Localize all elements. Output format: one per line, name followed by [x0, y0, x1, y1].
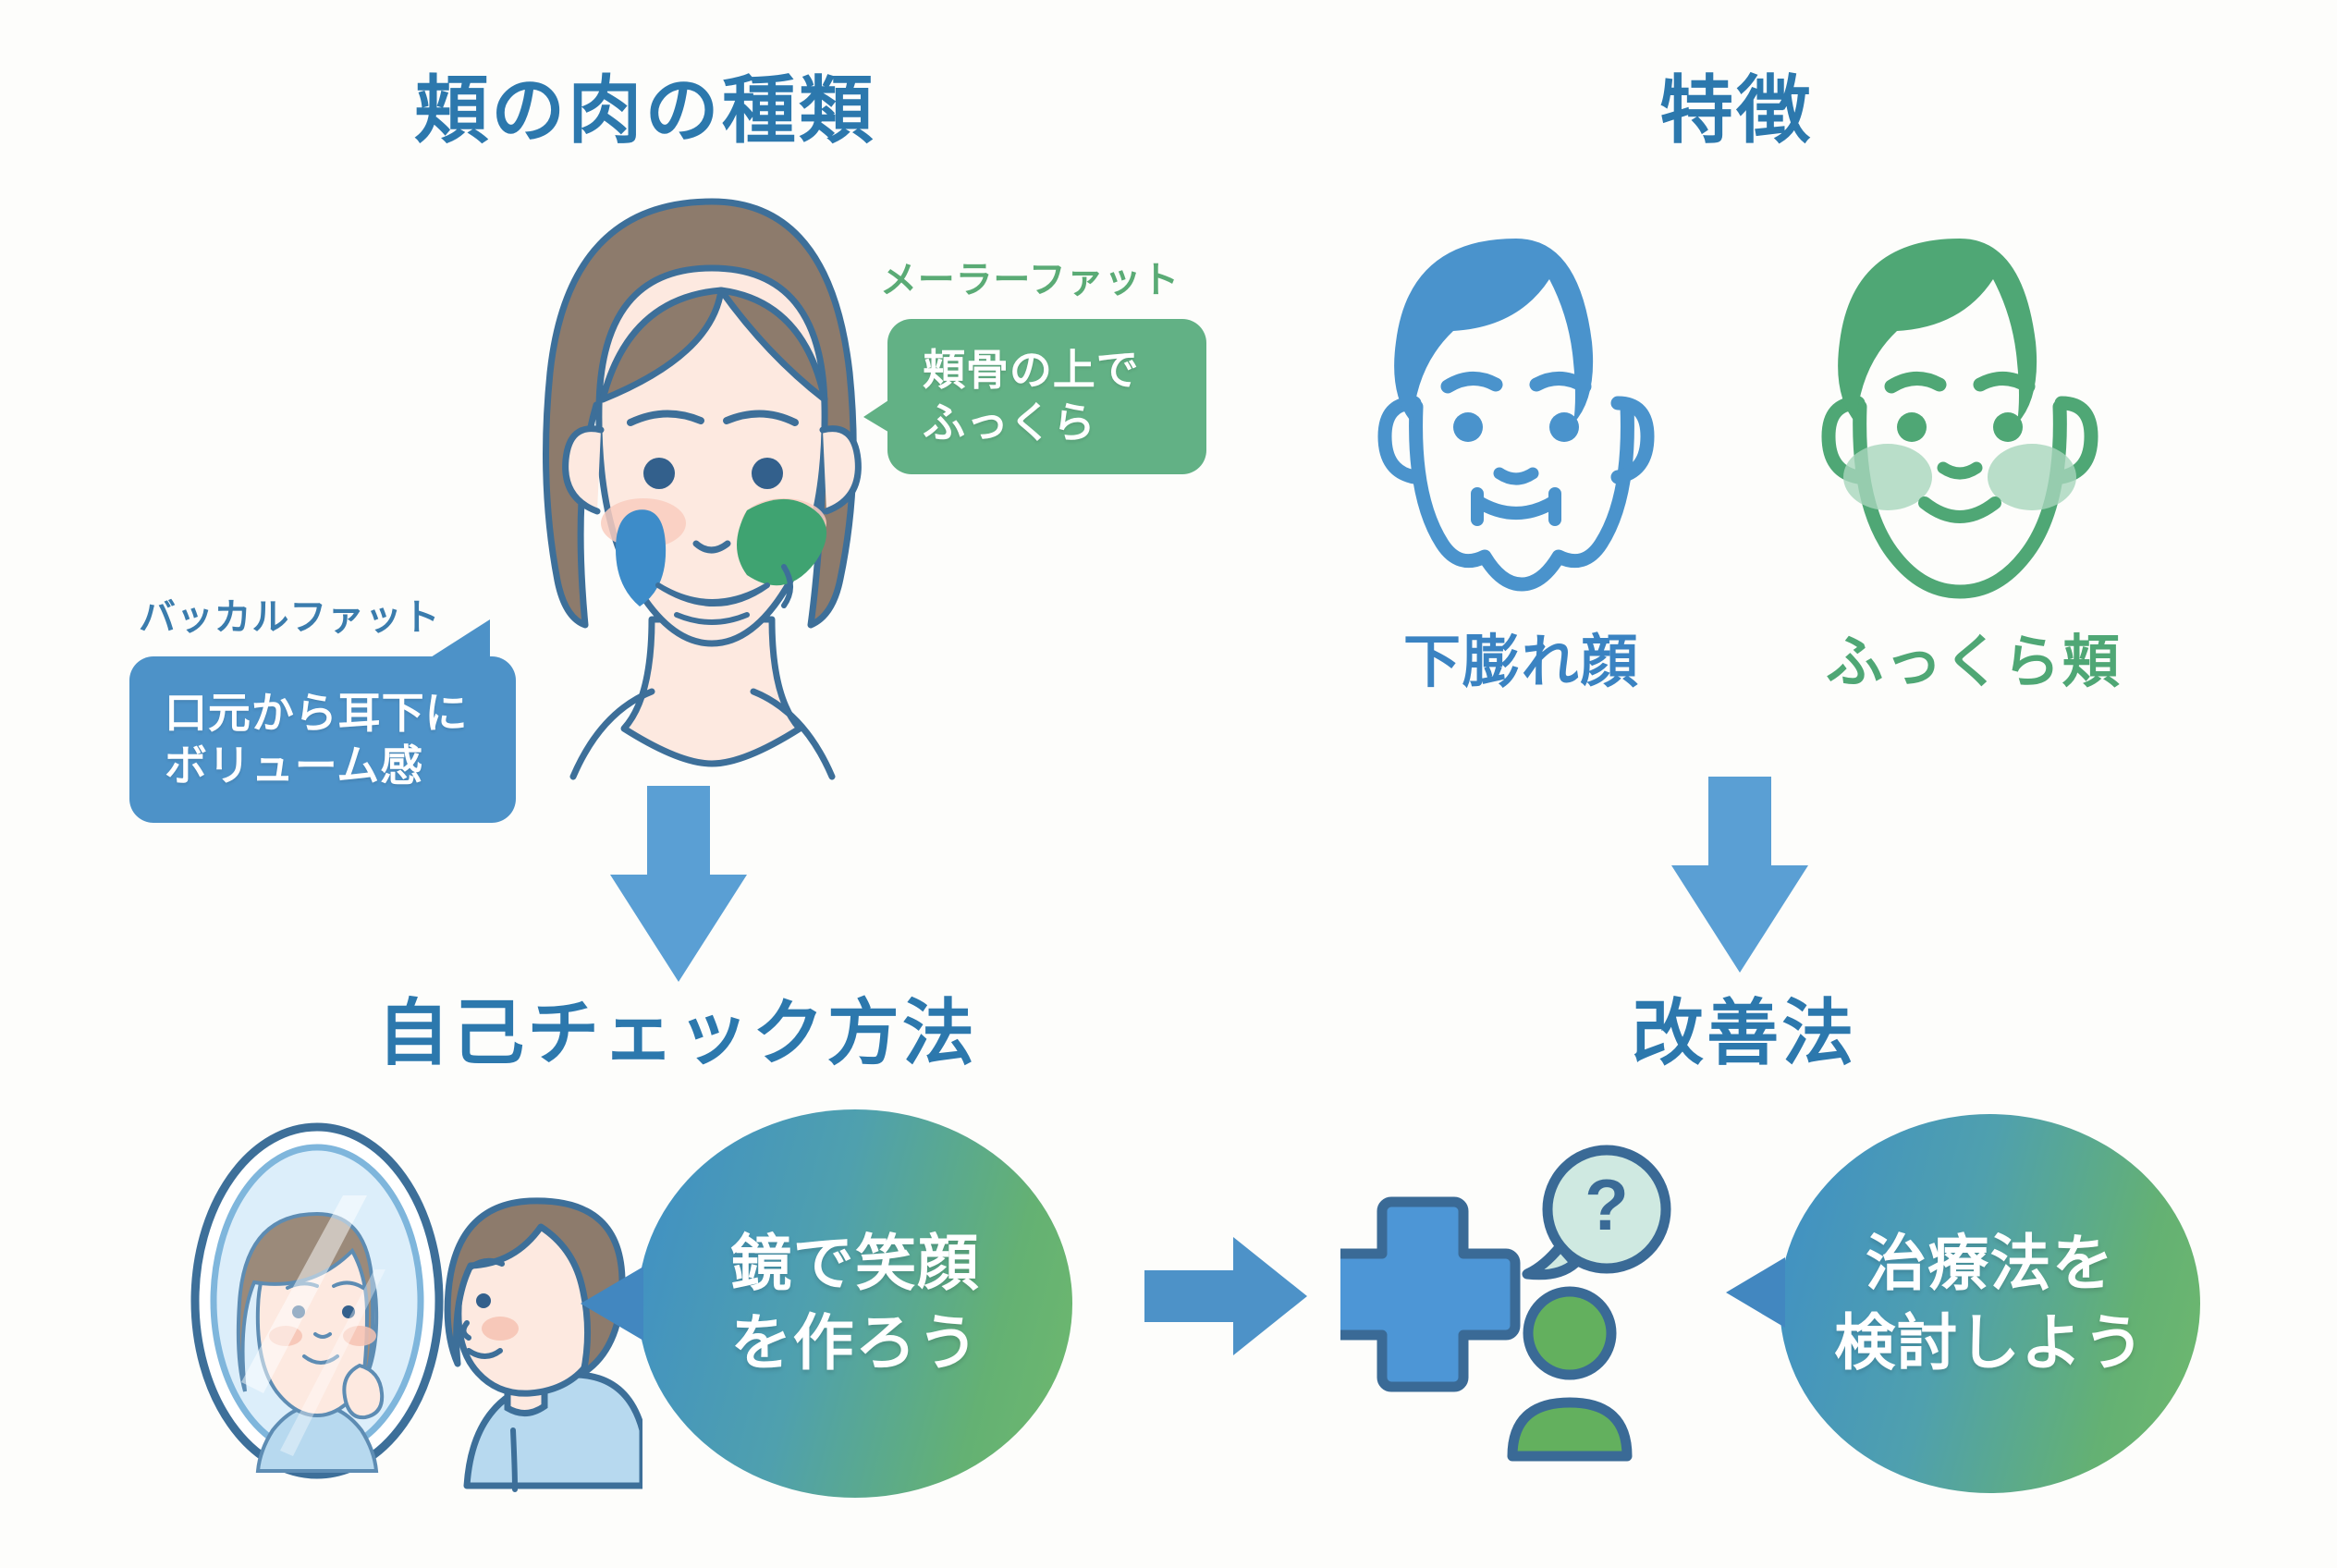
- mirror-scene-illustration: [190, 1122, 642, 1492]
- callout-label-malar-fat: メーラーファット: [880, 260, 1180, 300]
- callout-bubble-buccal-fat: 口元から耳下に ボリューム感: [129, 619, 516, 823]
- cheek-blush-right: [1988, 444, 2076, 510]
- arrow-down-types-to-self-check: [610, 786, 795, 982]
- question-bubble-icon: [1542, 1145, 1671, 1274]
- woman-face-illustration: [543, 198, 862, 780]
- section-heading-features: 特徴: [1659, 69, 1814, 152]
- section-heading-self-check: 自己チェック方法: [377, 992, 977, 1073]
- question-mark-glyph: ?: [1585, 1164, 1629, 1245]
- plump-face-icon: [1821, 239, 2098, 599]
- section-heading-types: 頬の肉の種類: [414, 69, 876, 152]
- bubble-line: 鏡で笑顔: [730, 1229, 980, 1298]
- feature-label-plump: ふっくら頬: [1826, 631, 2122, 694]
- bubble-tail-icon: [863, 398, 891, 434]
- arrow-right-self-check-to-improvement: [1144, 1237, 1307, 1357]
- bubble-tail-icon: [1726, 1257, 1785, 1328]
- callout-label-buccal-fat: バッカルファット: [139, 597, 441, 638]
- improvement-bubble: 治療法を 検討しよう: [1726, 1114, 2200, 1493]
- person-body-icon: [1507, 1397, 1633, 1462]
- bubble-line: ふっくら: [923, 398, 1096, 447]
- person-head-icon: [1523, 1286, 1617, 1380]
- feature-label-sagging: 下膨れ顔: [1403, 631, 1640, 694]
- medical-cross-icon: [1340, 1196, 1521, 1392]
- arrow-down-features-to-improvement: [1671, 777, 1856, 973]
- bubble-line: 検討しよう: [1834, 1308, 2146, 1377]
- medical-cross-and-patient-illustration: ?: [1340, 1145, 1671, 1462]
- bubble-line: 治療法を: [1865, 1229, 2115, 1298]
- bubble-tail-icon: [423, 619, 490, 662]
- section-heading-improvement: 改善法: [1632, 992, 1857, 1073]
- callout-bubble-malar-fat: 頬骨の上で ふっくら: [863, 319, 1206, 474]
- buccal-fat-marker: [616, 509, 667, 606]
- bubble-tail-icon: [581, 1267, 643, 1341]
- bubble-line: ボリューム感: [165, 741, 424, 790]
- sagging-face-icon: [1377, 239, 1655, 592]
- self-check-bubble: 鏡で笑顔 を作ろう: [581, 1109, 1072, 1498]
- bubble-line: 頬骨の上で: [923, 345, 1140, 394]
- cheek-blush-left: [1843, 444, 1932, 510]
- bubble-line: 口元から耳下に: [165, 688, 469, 737]
- malar-fat-marker: [737, 498, 827, 586]
- bubble-line: を作ろう: [730, 1308, 980, 1377]
